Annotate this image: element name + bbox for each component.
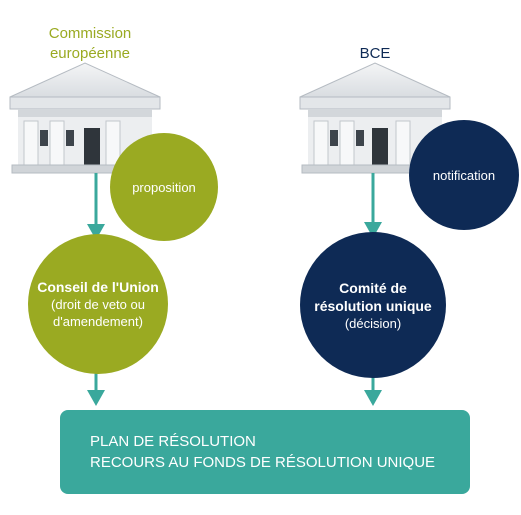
arrow-left-upper [87,173,105,240]
resolution-line2: RECOURS AU FONDS DE RÉSOLUTION UNIQUE [90,454,436,471]
comite-detail: (décision) [344,315,402,331]
resolution-plan-box: PLAN DE RÉSOLUTION RECOURS AU FONDS DE R… [60,410,470,494]
building-icon-bce [299,62,451,174]
arrow-right-upper [364,173,382,238]
resolution-line1: PLAN DE RÉSOLUTION [90,433,256,450]
conseil-detail-line1: (droit de veto ou [51,297,145,312]
bce-label: BCE [359,45,391,62]
conseil-title: Conseil de l'Union [37,279,159,295]
proposition-label: proposition [132,179,196,195]
commission-label-line2: européenne [49,45,131,62]
notification-label: notification [432,167,496,183]
comite-title-line2: résolution unique [314,297,432,314]
conseil-circle: Conseil de l'Union (droit de veto ou d'a… [28,234,168,374]
building-icon-commission [9,62,161,174]
comite-circle: Comité de résolution unique (décision) [300,232,446,378]
commission-label: Commission européenne [15,24,165,64]
comite-title-line1: Comité de [339,279,407,296]
commission-label-line1: Commission [48,25,132,42]
conseil-detail-line2: d'amendement) [53,314,143,329]
notification-circle: notification [409,120,519,230]
proposition-circle: proposition [110,133,218,241]
